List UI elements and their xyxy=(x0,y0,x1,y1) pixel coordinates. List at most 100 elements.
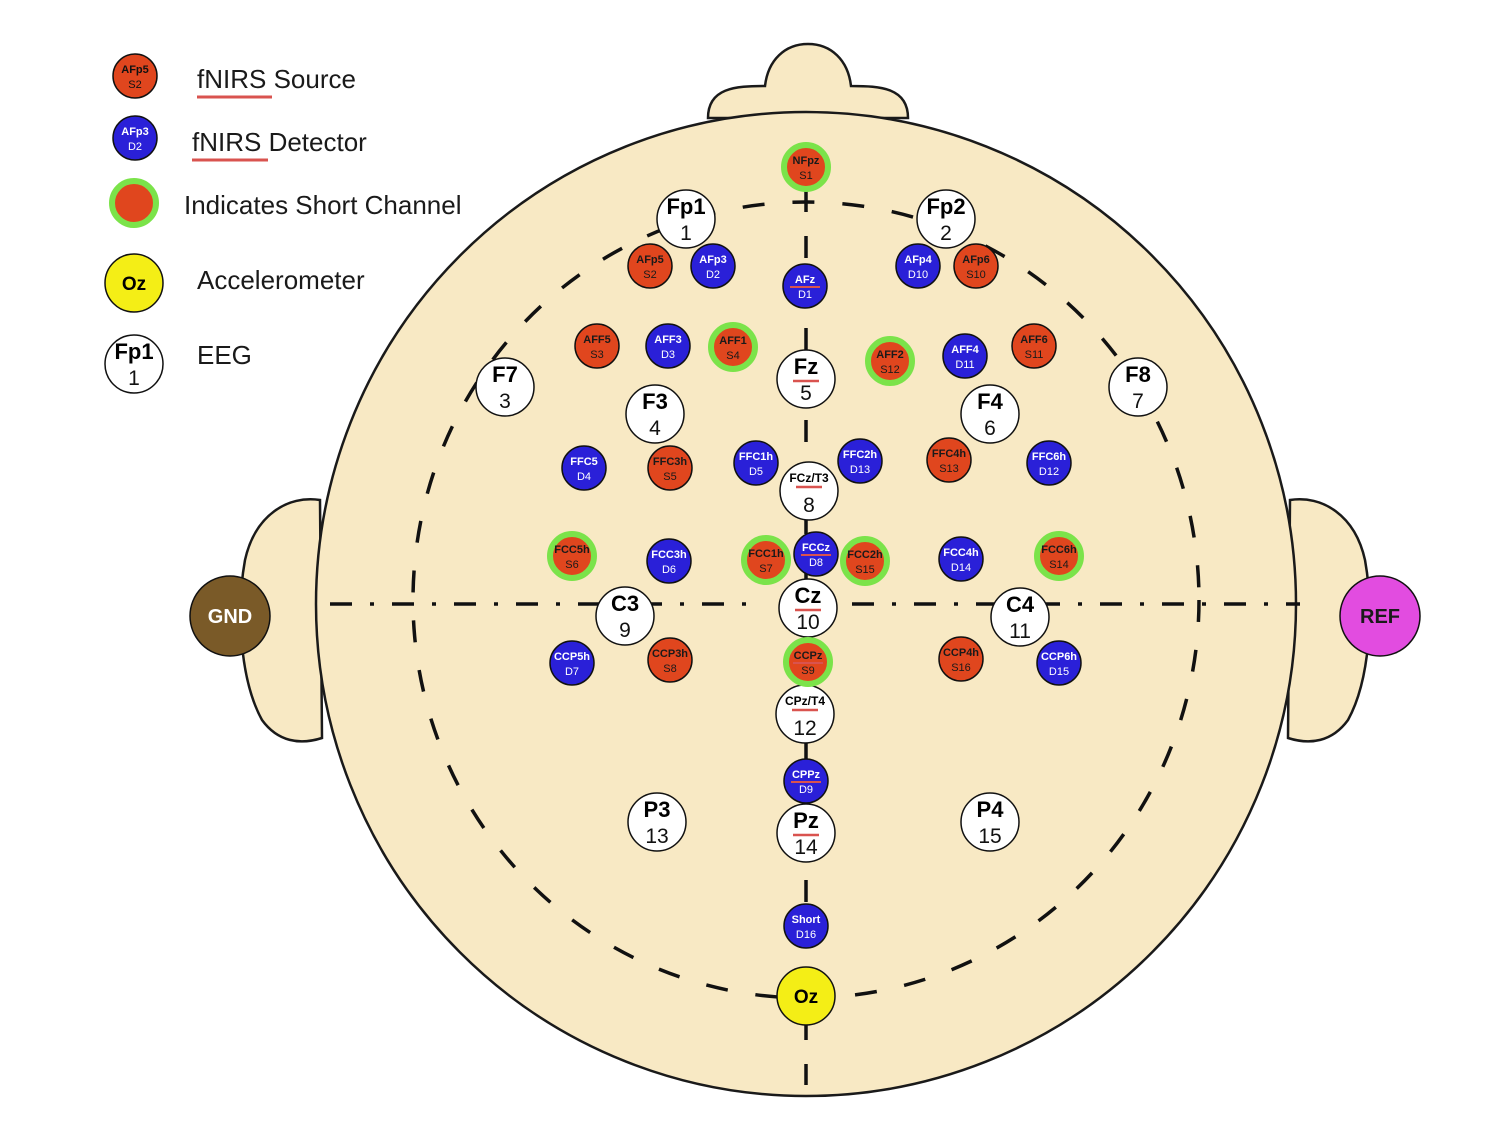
eeg-electrode-f4: F46 xyxy=(960,384,1020,444)
eeg-electrode-circle xyxy=(627,792,687,852)
optode-sub-label: S8 xyxy=(663,663,676,675)
eeg-electrode-circle xyxy=(960,384,1020,444)
eeg-electrode-label: Pz xyxy=(793,808,819,833)
optode-sub-label: S3 xyxy=(590,349,603,361)
nose xyxy=(706,42,910,120)
optode-sub-label: D15 xyxy=(1049,666,1069,678)
legend-eeg: Fp1 1 EEG xyxy=(104,334,252,394)
detector-optode-circle xyxy=(837,438,883,484)
ground-electrode: GND xyxy=(189,575,271,657)
eeg-electrode-number: 7 xyxy=(1132,390,1144,413)
eeg-electrode-label: F4 xyxy=(977,389,1003,414)
optode-label: CCP4h xyxy=(943,647,979,659)
optode-label: FFC4h xyxy=(932,448,967,460)
short-channel-optode-circle xyxy=(840,536,890,586)
eeg-electrode-f8: F87 xyxy=(1108,357,1168,417)
source-optode-circle xyxy=(647,445,693,491)
ground-electrode-marker xyxy=(189,575,271,657)
short-channel-optode-circle xyxy=(1034,531,1084,581)
eeg-electrode-circle xyxy=(656,189,716,249)
eeg-electrode-number: 14 xyxy=(794,836,818,859)
optode-sub-label: S14 xyxy=(1049,559,1069,571)
legend: AFp5 S2 fNIRS Source AFp3 D2 fNIRS Detec… xyxy=(104,53,462,394)
legend-detector-marker-label: AFp3 xyxy=(121,126,149,138)
reference-electrode-marker xyxy=(1339,575,1421,657)
detector-optode-circle xyxy=(733,440,779,486)
reference-electrode: REF xyxy=(1339,575,1421,657)
optode-sub-label: D3 xyxy=(661,349,675,361)
optode-label: CCPz xyxy=(794,650,823,662)
optode-sub-label: S11 xyxy=(1025,349,1044,361)
source-optode-circle xyxy=(953,243,999,289)
optode-label: AFF2 xyxy=(876,349,904,361)
optode-sub-label: S5 xyxy=(663,471,676,483)
eeg-electrode-circle xyxy=(776,349,836,409)
optode-sub-label: S9 xyxy=(801,665,814,677)
source-optode-circle xyxy=(1011,323,1057,369)
eeg-electrode-label: F7 xyxy=(492,362,518,387)
eeg-electrode-number: 13 xyxy=(645,825,668,848)
optode-sub-label: D10 xyxy=(908,269,928,281)
accelerometer-marker: Oz xyxy=(776,966,836,1026)
detector-optode-circle xyxy=(645,323,691,369)
optode-label: FFC5 xyxy=(570,456,598,468)
optode-label: FCC6h xyxy=(1041,544,1077,556)
optode-sub-label: D12 xyxy=(1039,466,1059,478)
legend-accelerometer-marker xyxy=(104,253,164,313)
optode-label: AFp3 xyxy=(699,254,727,266)
eeg-electrode-circle xyxy=(990,587,1050,647)
detector-optode-circle xyxy=(942,333,988,379)
eeg-electrode-label: Fz xyxy=(794,354,818,379)
optode-sub-label: D6 xyxy=(662,564,676,576)
optode-label: AFp4 xyxy=(904,254,932,266)
detector-optode-circle xyxy=(1026,440,1072,486)
source-optode-circle xyxy=(627,243,673,289)
optode-sub-label: D2 xyxy=(706,269,720,281)
accelerometer-label: Oz xyxy=(794,987,818,1008)
optode-sub-label: D5 xyxy=(749,466,763,478)
eeg-electrode-label: P4 xyxy=(977,797,1005,822)
short-channel-optode-circle xyxy=(547,531,597,581)
legend-detector-marker xyxy=(112,115,158,161)
optode-label: FFC3h xyxy=(653,456,688,468)
legend-accelerometer: Oz Accelerometer xyxy=(104,253,365,313)
legend-source: AFp5 S2 fNIRS Source xyxy=(112,53,356,99)
source-optode-circle xyxy=(926,437,972,483)
optode-sub-label: D16 xyxy=(796,929,816,941)
legend-accelerometer-marker-label: Oz xyxy=(122,274,146,295)
detector-optode-circle xyxy=(783,903,829,949)
optode-sub-label: D4 xyxy=(577,471,591,483)
accelerometer-circle xyxy=(776,966,836,1026)
optode-sub-label: S6 xyxy=(565,559,578,571)
legend-detector-text: fNIRS Detector xyxy=(192,127,367,157)
optode-sub-label: S1 xyxy=(799,170,812,182)
optode-label: AFp5 xyxy=(636,254,664,266)
optode-sub-label: S7 xyxy=(759,563,772,575)
eeg-electrode-number: 15 xyxy=(978,825,1001,848)
legend-detector-marker-sub: D2 xyxy=(128,141,142,153)
eeg-electrode-number: 8 xyxy=(803,494,815,517)
optode-sub-label: D8 xyxy=(809,557,823,569)
legend-short-channel-text: Indicates Short Channel xyxy=(184,190,462,220)
